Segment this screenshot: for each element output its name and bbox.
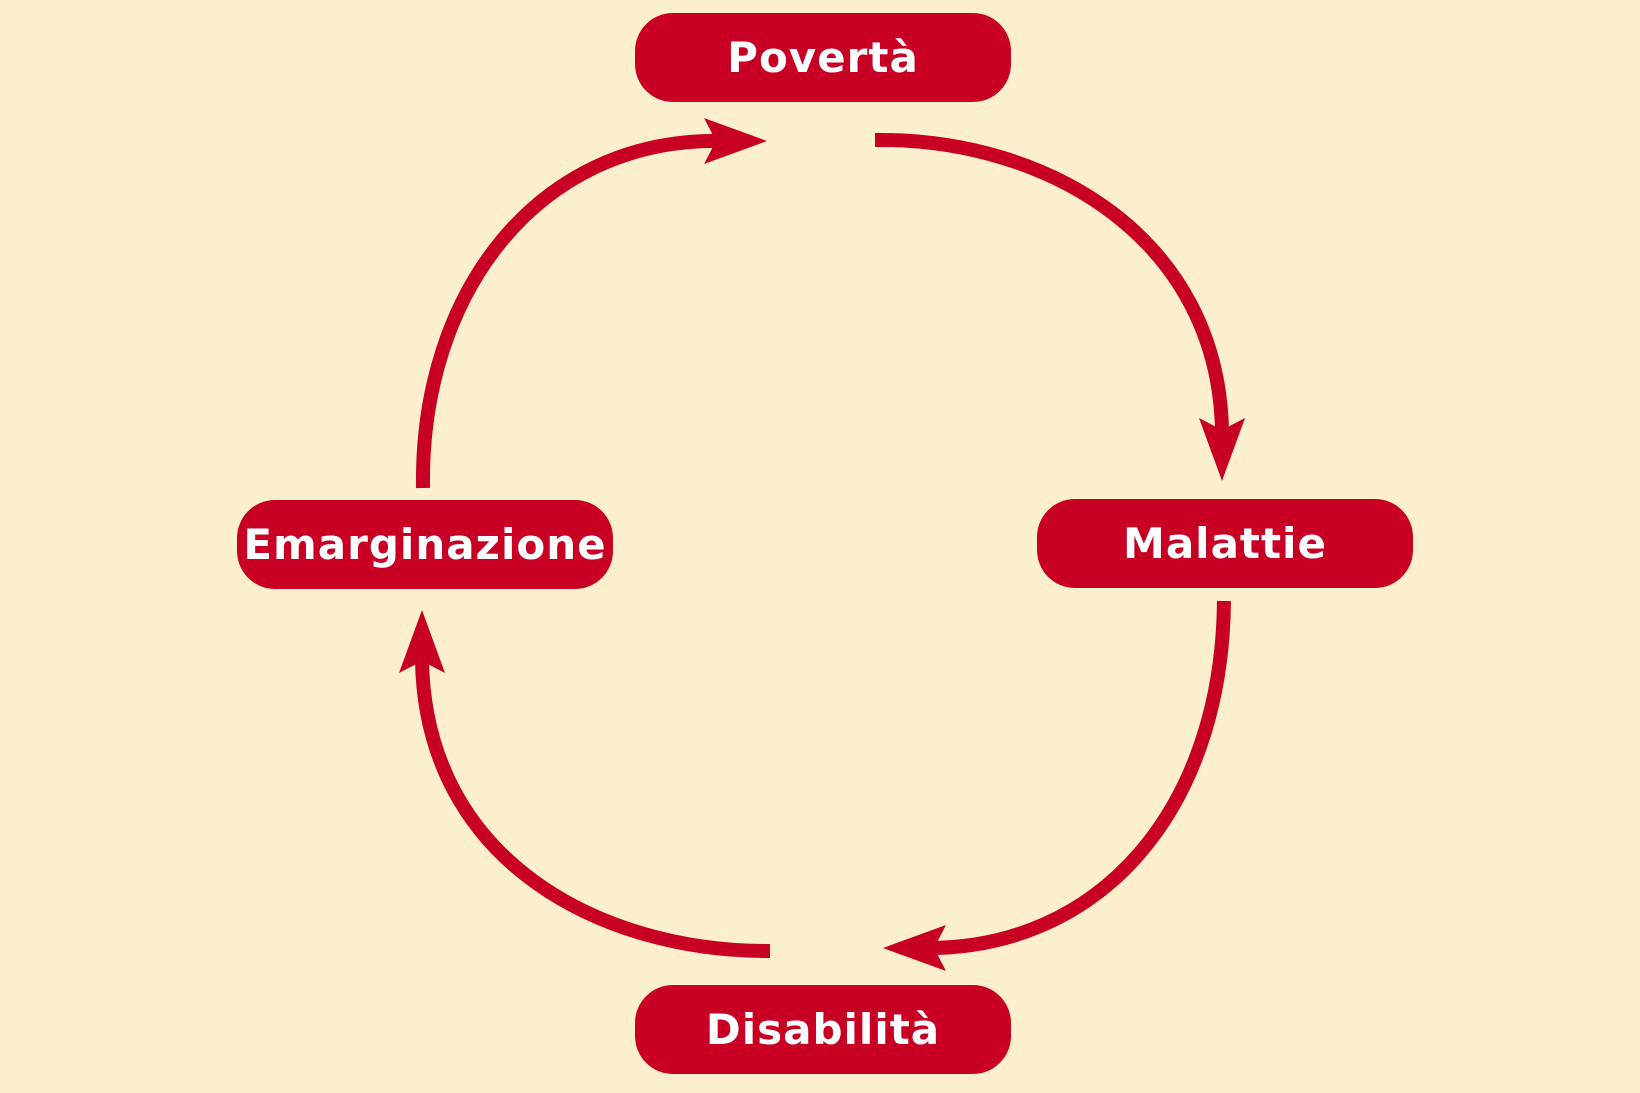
arrow-emarginazione-to-poverta [415,133,717,489]
arrowhead-disabilita [883,925,946,971]
node-poverta: Povertà [635,13,1011,102]
node-poverta-label: Povertà [727,33,919,82]
node-emarginazione-label: Emarginazione [243,520,607,569]
arrow-malattie-to-disabilita [923,600,1231,956]
arrow-disabilita-to-emarginazione [415,659,771,959]
node-malattie: Malattie [1037,499,1413,588]
node-disabilita: Disabilità [635,985,1011,1074]
node-emarginazione: Emarginazione [237,500,613,589]
arrowhead-malattie [1199,418,1245,481]
node-disabilita-label: Disabilità [705,1005,941,1054]
arrowhead-poverta [704,118,767,164]
arrow-poverta-to-malattie [874,132,1229,431]
node-malattie-label: Malattie [1123,519,1327,568]
arrowhead-emarginazione [399,610,445,673]
